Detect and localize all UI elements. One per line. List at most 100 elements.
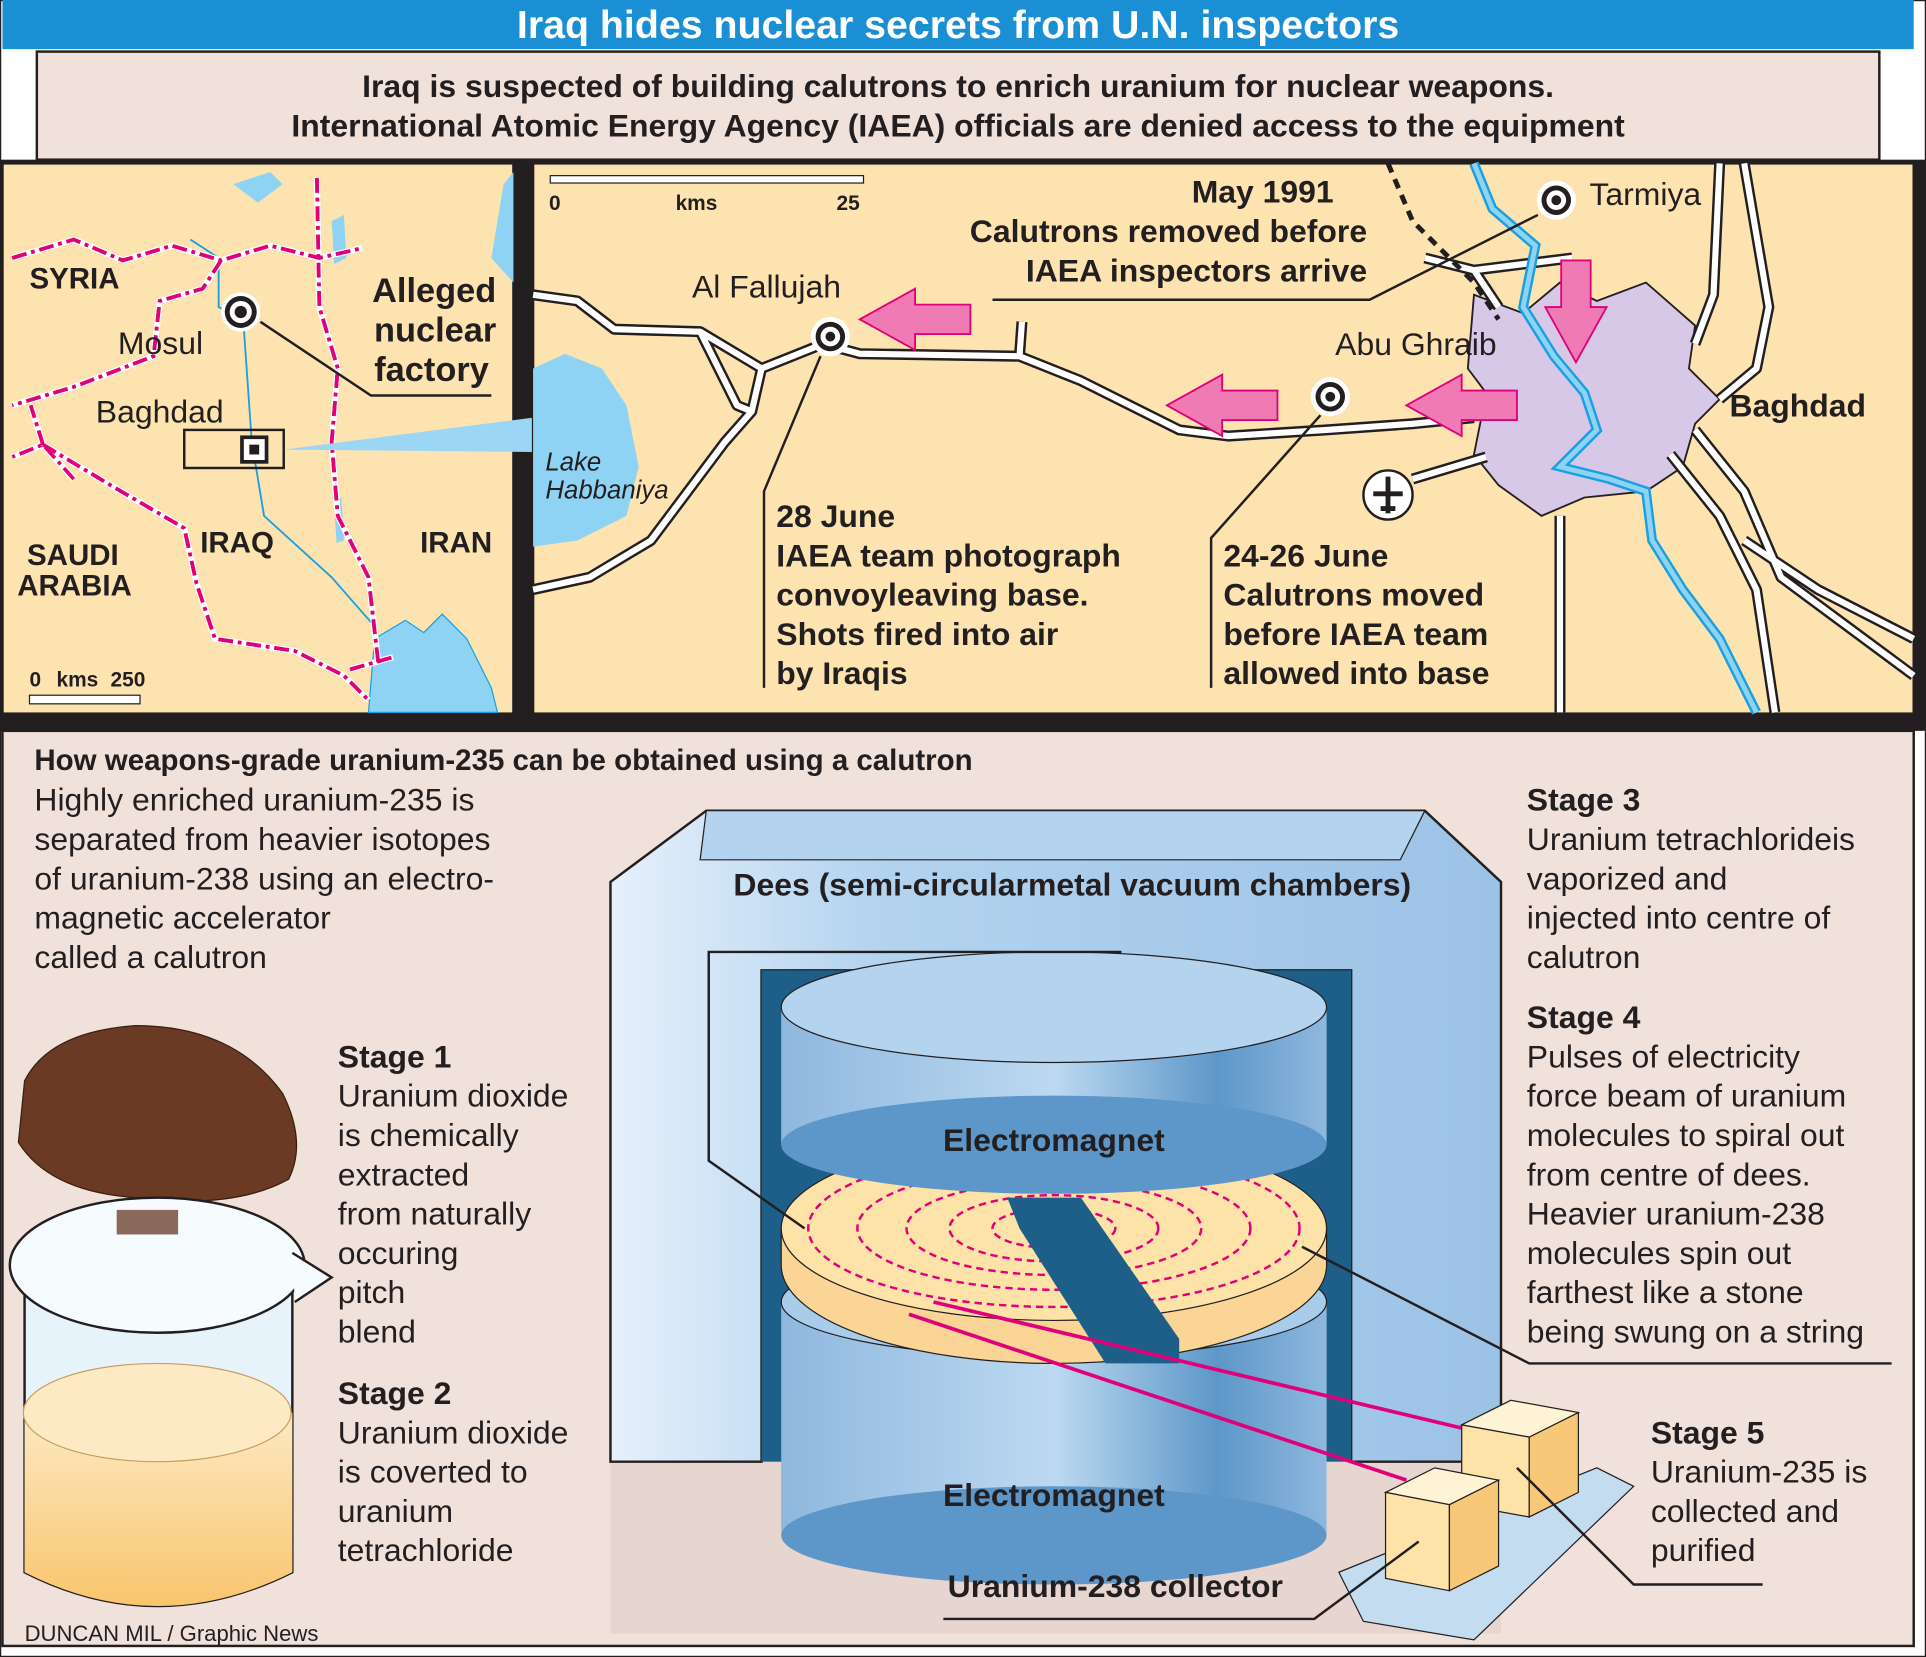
leader-lines	[762, 213, 1539, 688]
railway	[1385, 162, 1501, 321]
collector-cube	[1383, 1467, 1501, 1592]
label-saudi: SAUDI	[27, 539, 119, 572]
svg-text:from centre of dees.: from centre of dees.	[1527, 1156, 1811, 1192]
svg-text:separated from heavier isotope: separated from heavier isotopes	[34, 821, 490, 857]
stage-4: Stage 4 Pulses of electricity force beam…	[1527, 999, 1864, 1349]
svg-text:Uranium-235 is: Uranium-235 is	[1651, 1454, 1867, 1490]
stage-3: Stage 3 Uranium tetrachlorideis vaporize…	[1527, 782, 1855, 975]
svg-text:allowed into base: allowed into base	[1223, 655, 1489, 691]
beaker	[8, 1196, 334, 1608]
svg-text:before IAEA team: before IAEA team	[1223, 616, 1488, 652]
label-lake: Habbaniya	[545, 477, 668, 505]
scale-bar	[549, 175, 865, 184]
svg-text:is coverted to: is coverted to	[338, 1454, 528, 1490]
electromagnet-label: Electromagnet	[943, 1477, 1165, 1513]
svg-text:injected into centre of: injected into centre of	[1527, 900, 1831, 936]
svg-text:Stage 5: Stage 5	[1651, 1414, 1765, 1450]
arrows	[857, 259, 1609, 438]
label-arabia: ARABIA	[17, 570, 132, 603]
note-june24: 24-26 June Calutrons moved before IAEA t…	[1223, 537, 1489, 691]
svg-text:Highly enriched uranium-235 is: Highly enriched uranium-235 is	[34, 782, 474, 818]
scale-max: 250	[111, 669, 146, 692]
label-mosul: Mosul	[118, 325, 203, 361]
detail-map: 0 kms 25 Al Fallujah Tarmiya Abu Ghraib …	[533, 163, 1914, 713]
svg-text:molecules spin out: molecules spin out	[1527, 1235, 1792, 1271]
svg-text:is chemically: is chemically	[338, 1117, 519, 1153]
ion-beam	[908, 1300, 1475, 1482]
scale-zero: 0	[549, 192, 561, 215]
svg-text:uranium: uranium	[338, 1493, 453, 1529]
calutron-diagram: Dees (semi-circularmetal vacuum chambers…	[609, 809, 1892, 1641]
zoom-pointer	[283, 417, 534, 453]
factory-label: factory	[374, 351, 489, 389]
label-lake: Lake	[545, 448, 601, 476]
page-title: Iraq hides nuclear secrets from U.N. ins…	[517, 3, 1399, 47]
lake-habbaniya	[533, 353, 639, 547]
subtitle-line: Iraq is suspected of building calutrons …	[362, 68, 1554, 104]
svg-text:from naturally: from naturally	[338, 1196, 531, 1232]
svg-text:Stage 2: Stage 2	[338, 1375, 452, 1411]
scale-max: 25	[836, 192, 860, 215]
pitchblende-rock	[17, 1025, 298, 1202]
svg-text:24-26 June: 24-26 June	[1223, 537, 1388, 573]
label-fallujah: Al Fallujah	[692, 268, 841, 304]
note-may: IAEA inspectors arrive	[1026, 252, 1367, 288]
label-abu-ghraib: Abu Ghraib	[1335, 326, 1496, 362]
note-may: May 1991	[1192, 174, 1334, 210]
svg-text:collected and: collected and	[1651, 1493, 1839, 1529]
svg-text:force beam of uranium: force beam of uranium	[1527, 1078, 1846, 1114]
svg-text:convoyleaving base.: convoyleaving base.	[776, 577, 1088, 613]
label-baghdad: Baghdad	[96, 394, 224, 430]
note-may: Calutrons removed before	[970, 213, 1367, 249]
label-baghdad: Baghdad	[1729, 387, 1866, 423]
label-tarmiya: Tarmiya	[1589, 176, 1701, 212]
svg-text:Stage 4: Stage 4	[1527, 999, 1641, 1035]
calutron-panel: How weapons-grade uranium-235 can be obt…	[1, 729, 1915, 1648]
electromagnet-label: Electromagnet	[943, 1122, 1165, 1158]
svg-text:of uranium-238 using an electr: of uranium-238 using an electro-	[34, 860, 494, 896]
overview-map: SYRIA Mosul Baghdad SAUDI ARABIA IRAQ IR…	[1, 162, 534, 715]
label-syria: SYRIA	[29, 263, 119, 296]
scale-unit: kms	[676, 192, 718, 215]
section-heading: How weapons-grade uranium-235 can be obt…	[34, 744, 972, 777]
svg-text:occuring: occuring	[338, 1235, 459, 1271]
collector-label: Uranium-238 collector	[948, 1568, 1283, 1604]
svg-text:28 June: 28 June	[776, 498, 895, 534]
factory-marker	[221, 292, 492, 397]
country-border	[11, 178, 394, 702]
svg-text:vaporized and: vaporized and	[1527, 860, 1728, 896]
credit: DUNCAN MIL / Graphic News	[25, 1621, 319, 1646]
svg-text:molecules to spiral out: molecules to spiral out	[1527, 1117, 1845, 1153]
svg-text:purified: purified	[1651, 1532, 1756, 1568]
svg-text:pitch: pitch	[338, 1274, 405, 1310]
factory-label: nuclear	[374, 311, 496, 349]
lake-icon	[233, 171, 283, 203]
svg-text:Uranium dioxide: Uranium dioxide	[338, 1078, 569, 1114]
label-iran: IRAN	[420, 527, 492, 560]
svg-text:tetrachloride: tetrachloride	[338, 1532, 514, 1568]
subtitle-box: Iraq is suspected of building calutrons …	[35, 50, 1881, 161]
svg-text:extracted: extracted	[338, 1156, 469, 1192]
persian-gulf	[367, 613, 499, 714]
subtitle-line: International Atomic Energy Agency (IAEA…	[291, 107, 1625, 143]
stage-2: Stage 2 Uranium dioxide is coverted to u…	[338, 1375, 569, 1568]
svg-text:Pulses of electricity: Pulses of electricity	[1527, 1038, 1800, 1074]
stage-1: Stage 1 Uranium dioxide is chemically ex…	[338, 1038, 569, 1349]
svg-text:calutron: calutron	[1527, 939, 1641, 975]
svg-text:Calutrons moved: Calutrons moved	[1223, 577, 1484, 613]
svg-text:Heavier uranium-238: Heavier uranium-238	[1527, 1196, 1825, 1232]
svg-text:Uranium dioxide: Uranium dioxide	[338, 1414, 569, 1450]
svg-text:magnetic accelerator: magnetic accelerator	[34, 900, 331, 936]
svg-text:IAEA team photograph: IAEA team photograph	[776, 537, 1121, 573]
stage-5: Stage 5 Uranium-235 is collected and pur…	[1651, 1414, 1867, 1568]
svg-text:being swung on a string: being swung on a string	[1527, 1314, 1864, 1350]
dees-label: Dees (semi-circularmetal vacuum chambers…	[733, 866, 1411, 902]
note-june28: 28 June IAEA team photograph convoyleavi…	[776, 498, 1121, 691]
title-bar: Iraq hides nuclear secrets from U.N. ins…	[2, 0, 1914, 50]
scale-unit: kms	[57, 669, 99, 692]
scale-bar	[28, 694, 141, 705]
svg-text:called a calutron: called a calutron	[34, 939, 266, 975]
scale-zero: 0	[29, 669, 41, 692]
svg-text:blend: blend	[338, 1314, 416, 1350]
